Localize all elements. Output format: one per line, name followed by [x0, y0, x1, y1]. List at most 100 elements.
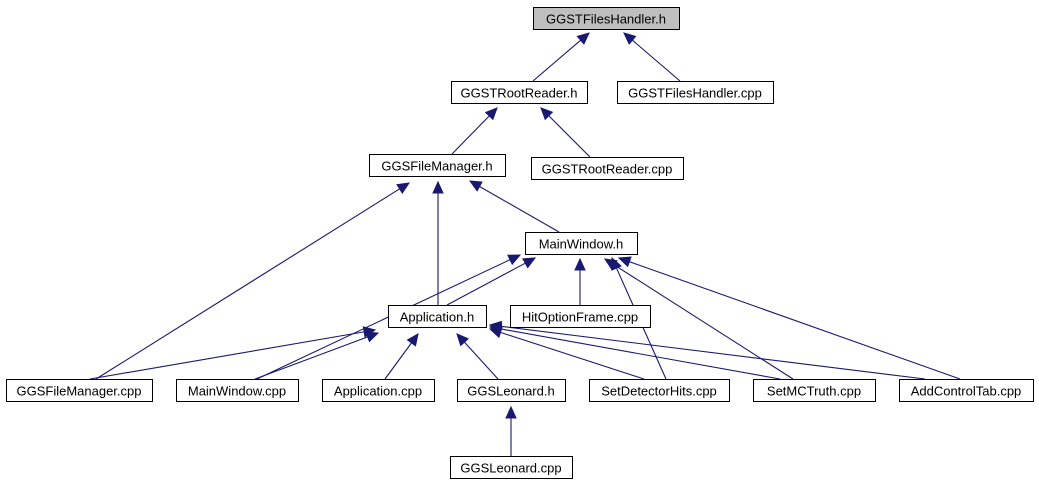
node-box — [510, 305, 651, 328]
node-ggst-root-reader-cpp[interactable]: GGSTRootReader.cpp — [531, 157, 684, 180]
edge-main-window-h-to-ggs-file-manager-h — [468, 180, 560, 233]
arrowhead-icon — [617, 256, 632, 268]
node-ggs-leonard-cpp[interactable]: GGSLeonard.cpp — [450, 456, 573, 479]
edge-set-mc-truth-cpp-to-main-window-h — [603, 258, 794, 380]
node-hit-option-frame-cpp[interactable]: HitOptionFrame.cpp — [510, 305, 651, 328]
edge-ggs-leonard-h-to-application-h — [456, 333, 499, 380]
edge-ggst-files-handler-cpp-to-ggst-files-handler-h — [623, 32, 681, 82]
arrowhead-icon — [488, 320, 503, 333]
node-label: SetDetectorHits.cpp — [601, 384, 717, 399]
node-box — [533, 7, 680, 30]
node-box — [388, 305, 487, 328]
node-box — [531, 157, 684, 180]
node-label: GGSFileManager.cpp — [16, 384, 141, 399]
node-label: GGSFileManager.h — [381, 159, 492, 174]
edge-application-h-to-ggs-file-manager-h — [432, 180, 444, 305]
node-ggst-files-handler-cpp[interactable]: GGSTFilesHandler.cpp — [617, 81, 774, 104]
edge-add-control-tab-cpp-to-main-window-h — [617, 256, 961, 380]
node-label: Application.cpp — [334, 384, 422, 399]
edges-layer — [89, 32, 961, 456]
arrowhead-icon — [432, 180, 444, 194]
edge-line — [464, 341, 499, 380]
edge-line — [548, 115, 591, 158]
arrowhead-icon — [396, 182, 411, 195]
arrowhead-icon — [365, 331, 380, 343]
node-box — [525, 232, 638, 255]
node-box — [617, 81, 774, 104]
edge-line — [256, 259, 511, 380]
node-label: GGSLeonard.cpp — [460, 461, 561, 476]
edge-line — [254, 336, 368, 380]
node-box — [899, 379, 1034, 402]
edge-set-detector-hits-cpp-to-application-h — [488, 327, 645, 380]
node-label: GGSTFilesHandler.h — [546, 12, 666, 27]
edge-ggs-file-manager-h-to-ggst-root-reader-h — [451, 107, 498, 155]
node-box — [451, 81, 588, 104]
node-application-h[interactable]: Application.h — [388, 305, 487, 328]
edge-line — [532, 39, 582, 82]
node-label: MainWindow.cpp — [188, 384, 286, 399]
edge-ggst-root-reader-h-to-ggst-files-handler-h — [532, 32, 590, 82]
arrowhead-icon — [522, 257, 537, 269]
node-label: MainWindow.h — [539, 237, 624, 252]
node-box — [589, 379, 730, 402]
node-label: GGSTFilesHandler.cpp — [628, 86, 762, 101]
node-box — [176, 379, 299, 402]
node-box — [6, 379, 153, 402]
node-ggs-file-manager-h[interactable]: GGSFileManager.h — [369, 154, 506, 177]
node-application-cpp[interactable]: Application.cpp — [322, 379, 435, 402]
node-label: SetMCTruth.cpp — [767, 384, 861, 399]
edge-line — [95, 188, 400, 380]
node-box — [322, 379, 435, 402]
edge-line — [631, 39, 681, 82]
arrowhead-icon — [505, 405, 517, 419]
arrowhead-icon — [623, 32, 637, 45]
edge-line — [89, 331, 365, 380]
arrowhead-icon — [484, 107, 498, 121]
edge-main-window-cpp-to-application-h — [254, 331, 380, 380]
node-label: GGSTRootReader.cpp — [542, 162, 673, 177]
edge-line — [613, 264, 794, 380]
node-box — [457, 379, 566, 402]
arrowhead-icon — [540, 107, 554, 121]
arrowhead-icon — [507, 254, 522, 266]
node-main-window-h[interactable]: MainWindow.h — [525, 232, 638, 255]
arrowhead-icon — [456, 333, 470, 347]
edge-line — [500, 328, 781, 380]
node-label: HitOptionFrame.cpp — [522, 310, 638, 325]
node-box — [450, 456, 573, 479]
node-ggs-leonard-h[interactable]: GGSLeonard.h — [457, 379, 566, 402]
edge-add-control-tab-cpp-to-application-h — [488, 320, 926, 380]
edge-line — [500, 331, 645, 380]
node-box — [753, 379, 876, 402]
edge-line — [479, 185, 560, 233]
edge-line — [446, 262, 526, 306]
edge-hit-option-frame-cpp-to-main-window-h — [574, 257, 586, 305]
edge-ggs-file-manager-cpp-to-ggs-file-manager-h — [95, 182, 411, 380]
arrowhead-icon — [603, 258, 618, 271]
node-label: Application.h — [400, 310, 474, 325]
arrowhead-icon — [406, 333, 419, 347]
edge-line — [629, 261, 961, 380]
edge-main-window-cpp-to-main-window-h — [256, 254, 522, 380]
node-label: AddControlTab.cpp — [911, 384, 1022, 399]
edge-ggs-file-manager-cpp-to-application-h — [89, 326, 377, 380]
edge-set-mc-truth-cpp-to-application-h — [488, 323, 781, 380]
edge-application-h-to-main-window-h — [446, 257, 537, 306]
arrowhead-icon — [468, 180, 483, 192]
node-ggst-root-reader-h[interactable]: GGSTRootReader.h — [451, 81, 588, 104]
node-ggs-file-manager-cpp[interactable]: GGSFileManager.cpp — [6, 379, 153, 402]
node-set-detector-hits-cpp[interactable]: SetDetectorHits.cpp — [589, 379, 730, 402]
node-main-window-cpp[interactable]: MainWindow.cpp — [176, 379, 299, 402]
arrowhead-icon — [574, 257, 586, 271]
node-label: GGSLeonard.h — [467, 384, 554, 399]
node-label: GGSTRootReader.h — [460, 86, 577, 101]
node-ggst-files-handler-h: GGSTFilesHandler.h — [533, 7, 680, 30]
node-box — [369, 154, 506, 177]
node-set-mc-truth-cpp[interactable]: SetMCTruth.cpp — [753, 379, 876, 402]
arrowhead-icon — [576, 32, 590, 45]
edge-ggs-leonard-cpp-to-ggs-leonard-h — [505, 405, 517, 456]
node-add-control-tab-cpp[interactable]: AddControlTab.cpp — [899, 379, 1034, 402]
